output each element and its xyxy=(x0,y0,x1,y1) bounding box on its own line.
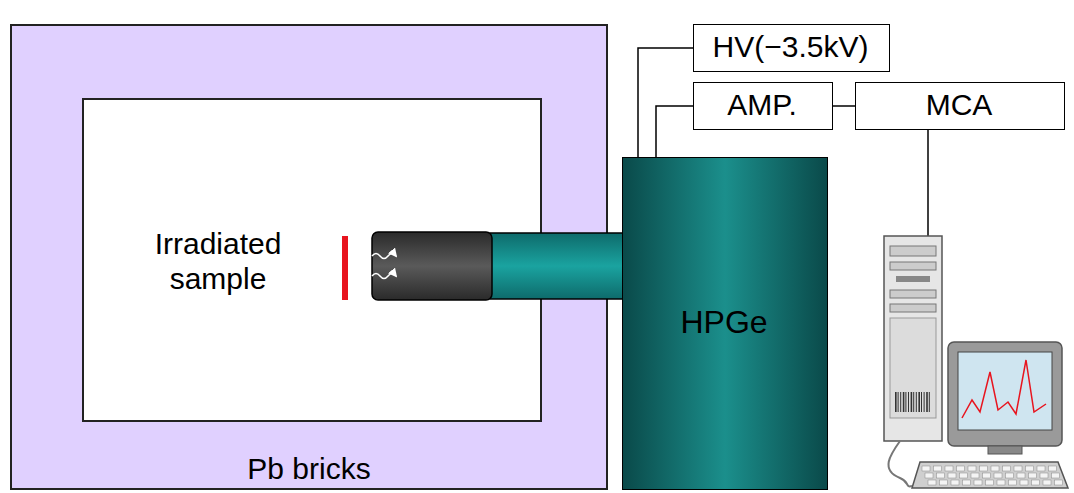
computer xyxy=(884,236,1068,488)
cold-finger xyxy=(490,233,626,299)
signal-cable xyxy=(656,106,693,157)
detector-head xyxy=(372,232,492,300)
node-label: HV(−3.5kV) xyxy=(713,30,869,64)
signal-cable xyxy=(833,105,855,107)
sample-label: Irradiated sample xyxy=(108,227,328,296)
node-label: HPGe xyxy=(680,304,767,341)
cable xyxy=(927,130,929,236)
gamma-ray xyxy=(372,274,396,279)
analyzer-box: MCA xyxy=(855,82,1065,130)
amplifier-box: AMP. xyxy=(693,82,833,130)
sample-foil xyxy=(342,236,348,300)
node-label: AMP. xyxy=(727,88,796,122)
node-label: Pb bricks xyxy=(247,452,370,486)
node-label: MCA xyxy=(926,88,993,122)
detector-body: HPGe xyxy=(622,157,828,490)
power-supply-box: HV(−3.5kV) xyxy=(693,24,890,72)
gamma-ray xyxy=(372,254,396,259)
signal-cable xyxy=(638,48,693,157)
